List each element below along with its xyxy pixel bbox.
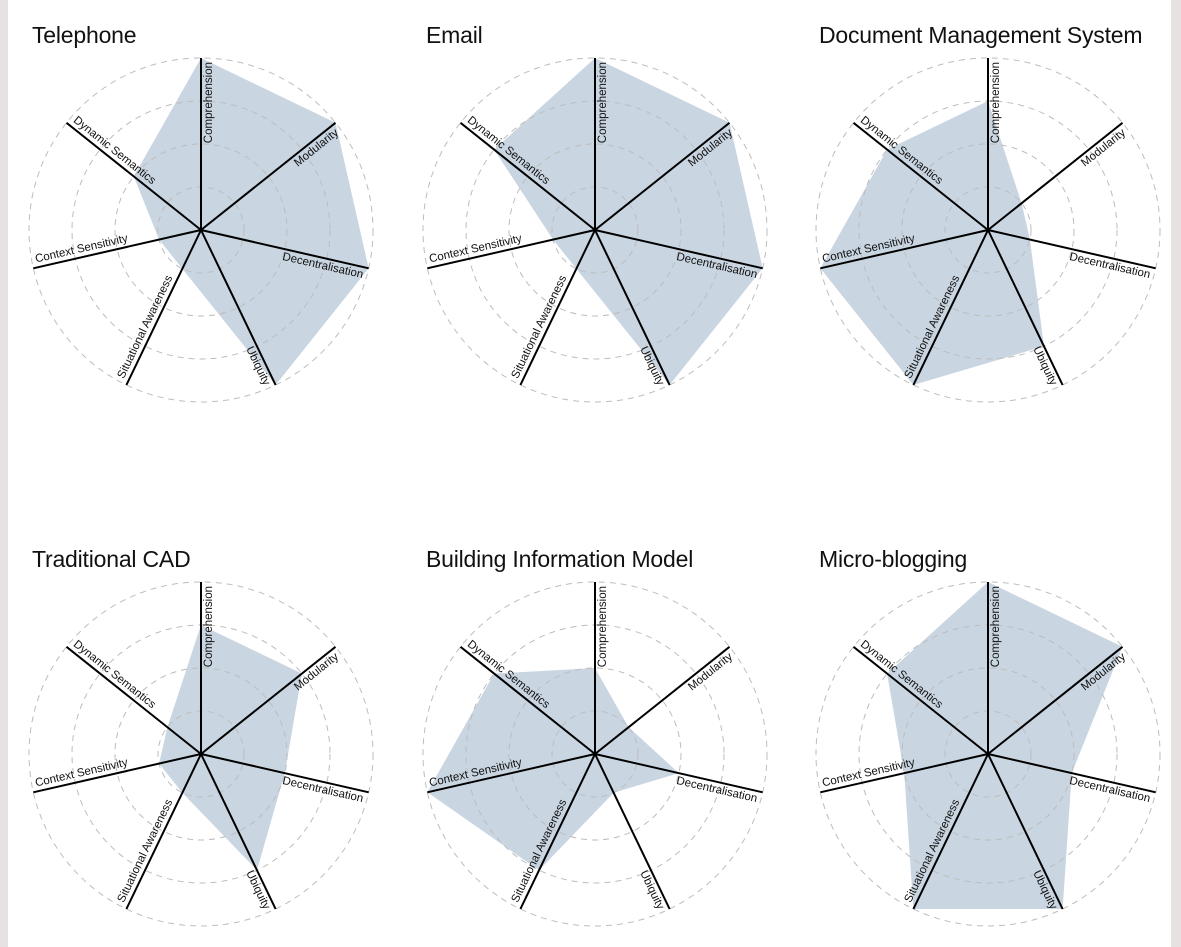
data-area — [133, 58, 369, 385]
grid-ring — [28, 57, 374, 403]
axis-label: Comprehension — [597, 586, 609, 667]
axis-label: Modularity — [1079, 127, 1128, 170]
radar-chart: ComprehensionModularityDecentralisationU… — [815, 57, 1161, 403]
axis-line — [594, 229, 671, 386]
radar-panel: Building Information Model Comprehension… — [410, 524, 790, 944]
axis-label: Decentralisation — [1068, 251, 1151, 281]
axis-label: Modularity — [292, 651, 341, 694]
chart-title: Email — [426, 22, 483, 48]
data-area — [494, 58, 763, 385]
axis-line — [987, 229, 1064, 386]
axis-line — [820, 753, 989, 794]
axis-line — [987, 122, 1124, 231]
axis-line — [459, 646, 596, 755]
axis-label: Decentralisation — [281, 775, 364, 805]
chart-title: Telephone — [32, 22, 137, 48]
grid-ring — [508, 667, 682, 841]
radar-chart: ComprehensionModularityDecentralisationU… — [815, 581, 1161, 927]
axis-label: Ubiquity — [637, 869, 666, 912]
grid-ring — [114, 667, 288, 841]
axis-line — [820, 229, 989, 270]
axis-line — [594, 753, 671, 910]
radar-chart: ComprehensionModularityDecentralisationU… — [422, 57, 768, 403]
axis-line — [912, 229, 989, 386]
grid-ring — [422, 581, 768, 927]
axis-label: Comprehension — [203, 62, 215, 143]
axis-line — [200, 753, 369, 794]
axis-line — [200, 229, 369, 270]
chart-title: Document Management System — [819, 22, 1143, 48]
radar-chart: ComprehensionModularityDecentralisationU… — [28, 57, 374, 403]
axis-label: Ubiquity — [1030, 345, 1059, 388]
grid-ring — [114, 143, 288, 317]
axis-label: Situational Awareness — [116, 273, 176, 380]
axis-label: Decentralisation — [1068, 775, 1151, 805]
axis-line — [852, 122, 989, 231]
axis-label: Modularity — [686, 651, 735, 694]
grid-ring — [901, 667, 1075, 841]
axis-line — [987, 753, 1064, 910]
axis-line — [427, 229, 596, 270]
data-area — [159, 625, 302, 871]
axis-label: Comprehension — [990, 62, 1002, 143]
radar-chart: ComprehensionModularityDecentralisationU… — [28, 581, 374, 927]
axis-label: Situational Awareness — [116, 797, 176, 904]
axis-line — [200, 229, 277, 386]
axis-label: Ubiquity — [243, 869, 272, 912]
grid-ring — [815, 57, 1161, 403]
radar-chart: ComprehensionModularityDecentralisationU… — [422, 581, 768, 927]
axis-line — [594, 753, 763, 794]
radar-panel: Document Management System Comprehension… — [803, 0, 1181, 420]
axis-line — [519, 229, 596, 386]
axis-line — [200, 646, 337, 755]
grid-ring — [422, 57, 768, 403]
axis-line — [987, 646, 1124, 755]
chart-title: Building Information Model — [426, 546, 694, 572]
axis-line — [65, 646, 202, 755]
axis-line — [594, 122, 731, 231]
axis-line — [125, 753, 202, 910]
axis-line — [594, 646, 731, 755]
data-area — [427, 668, 679, 871]
axis-line — [125, 229, 202, 386]
chart-title: Micro-blogging — [819, 546, 968, 572]
axis-label: Dynamic Semantics — [71, 638, 158, 711]
axis-line — [594, 229, 763, 270]
axis-label: Comprehension — [990, 586, 1002, 667]
axis-line — [427, 753, 596, 794]
axis-line — [987, 229, 1156, 270]
axis-line — [912, 753, 989, 910]
axis-label: Comprehension — [597, 62, 609, 143]
axis-label: Decentralisation — [675, 775, 758, 805]
axis-line — [200, 753, 277, 910]
axis-line — [200, 122, 337, 231]
grid-ring — [901, 143, 1075, 317]
axis-label: Situational Awareness — [510, 273, 570, 380]
axis-line — [519, 753, 596, 910]
axis-line — [459, 122, 596, 231]
chart-title: Traditional CAD — [32, 546, 191, 572]
axis-line — [33, 753, 202, 794]
axis-line — [852, 646, 989, 755]
axis-line — [65, 122, 202, 231]
grid-ring — [508, 143, 682, 317]
axis-line — [33, 229, 202, 270]
axis-label: Dynamic Semantics — [71, 114, 158, 187]
axis-line — [987, 753, 1156, 794]
data-area — [887, 582, 1123, 909]
grid-ring — [28, 581, 374, 927]
axis-label: Comprehension — [203, 586, 215, 667]
grid-ring — [815, 581, 1161, 927]
